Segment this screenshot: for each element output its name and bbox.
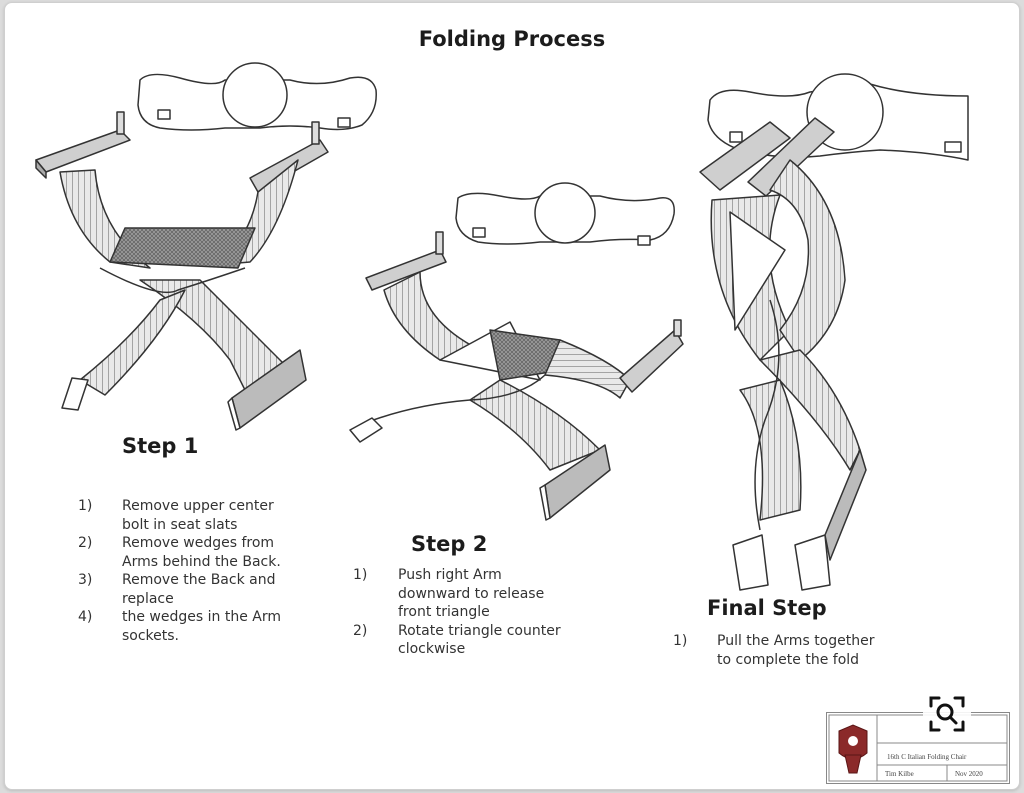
step1-chair-illustration [35,62,377,431]
step1-x-leg-b [79,289,186,396]
step1-back-medallion [222,62,288,128]
final-right-foot [794,534,831,591]
step1-right-arm [249,139,329,193]
step2-right-slats [544,339,631,399]
step1-right-slats [214,159,299,266]
final-slats-right [769,159,846,361]
title-block-name: 16th C Italian Folding Chair [887,753,967,761]
step2-x-leg [469,379,601,471]
diagram-title: Folding Process [418,27,606,51]
title-block-author: Tim Kilbe [885,770,914,778]
final-triangle [729,211,786,331]
step2-heading: Step 2 [411,532,488,556]
step1-left-arm [35,129,131,173]
step2-right-arm [619,329,684,393]
final-arm-b [747,117,835,197]
step1-left-foot [61,377,89,411]
heraldic-crest-icon [828,714,1008,782]
step1-heading: Step 1 [122,434,199,458]
final-slats-lower [759,349,861,471]
step2-left-arm [365,249,447,291]
final-left-foot [732,534,769,591]
final-chair-illustration [699,73,969,591]
step1-seat [109,227,256,269]
drawing-title-block: 16th C Italian Folding Chair Tim Kilbe N… [826,712,1010,784]
step2-left-foot [349,417,383,443]
title-block-date: Nov 2020 [955,770,983,778]
final-arm-a [699,121,791,191]
step1-left-slats [59,169,151,269]
final-step-heading: Final Step [707,596,827,620]
zoom-magnifier-icon [929,696,965,732]
step2-chair-illustration [349,182,684,521]
zoom-button[interactable] [923,690,971,738]
